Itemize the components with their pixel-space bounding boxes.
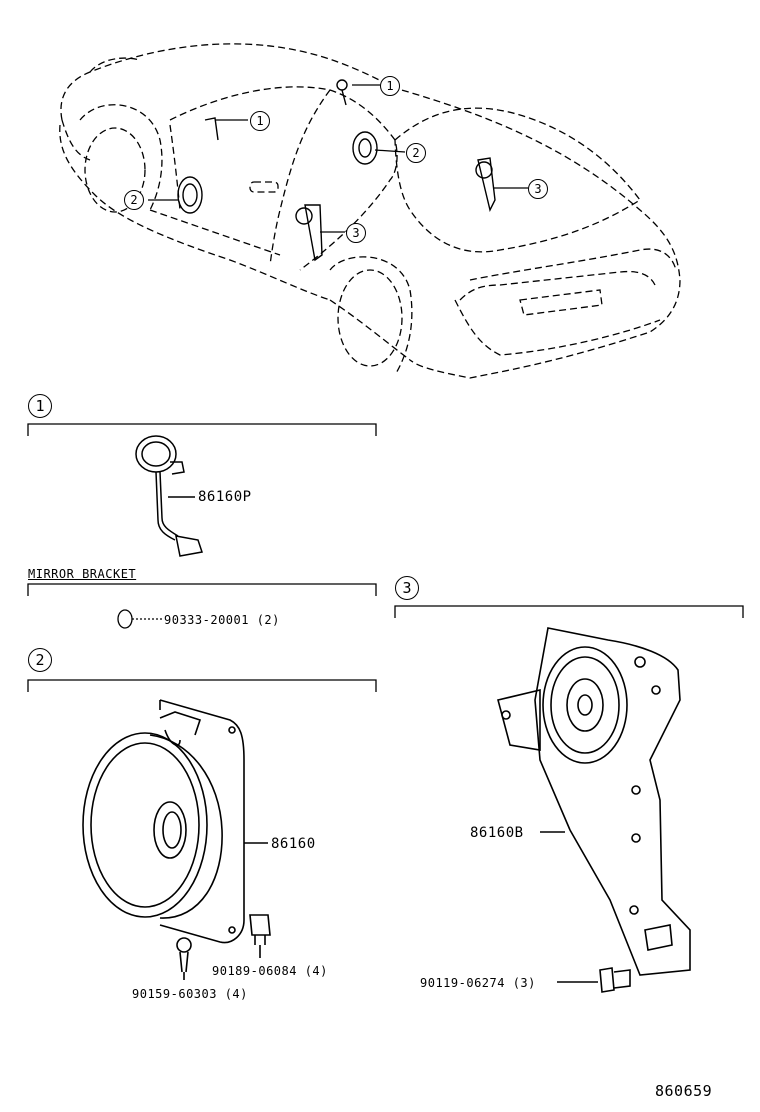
part-86160p xyxy=(135,435,203,557)
label-90159: 90159-60303 (4) xyxy=(132,987,248,1001)
car-speakers xyxy=(177,79,496,262)
car-outline xyxy=(59,43,681,379)
diagram-id: 860659 xyxy=(655,1082,713,1100)
section-3-number: 3 xyxy=(395,576,419,600)
callout-3-shelf: 3 xyxy=(528,179,548,199)
label-90333: 90333-20001 (2) xyxy=(164,613,280,627)
label-86160b: 86160B xyxy=(470,825,524,841)
section-1-number: 1 xyxy=(28,394,52,418)
label-86160: 86160 xyxy=(271,836,316,852)
part-86160b xyxy=(497,627,691,993)
label-90119: 90119-06274 (3) xyxy=(420,976,536,990)
section-2-number: 2 xyxy=(28,648,52,672)
callout-1-upper: 1 xyxy=(380,76,400,96)
label-90189: 90189-06084 (4) xyxy=(212,964,328,978)
car-leaders xyxy=(148,84,528,233)
callout-3-door: 3 xyxy=(346,223,366,243)
part-86160 xyxy=(82,699,271,980)
section-brackets xyxy=(27,423,744,692)
label-86160p: 86160P xyxy=(198,489,252,505)
callout-2-rear: 2 xyxy=(406,143,426,163)
callout-1-door: 1 xyxy=(250,111,270,131)
part-90333 xyxy=(117,609,162,629)
mirror-bracket-title: MIRROR BRACKET xyxy=(28,567,137,581)
callout-2-front: 2 xyxy=(124,190,144,210)
